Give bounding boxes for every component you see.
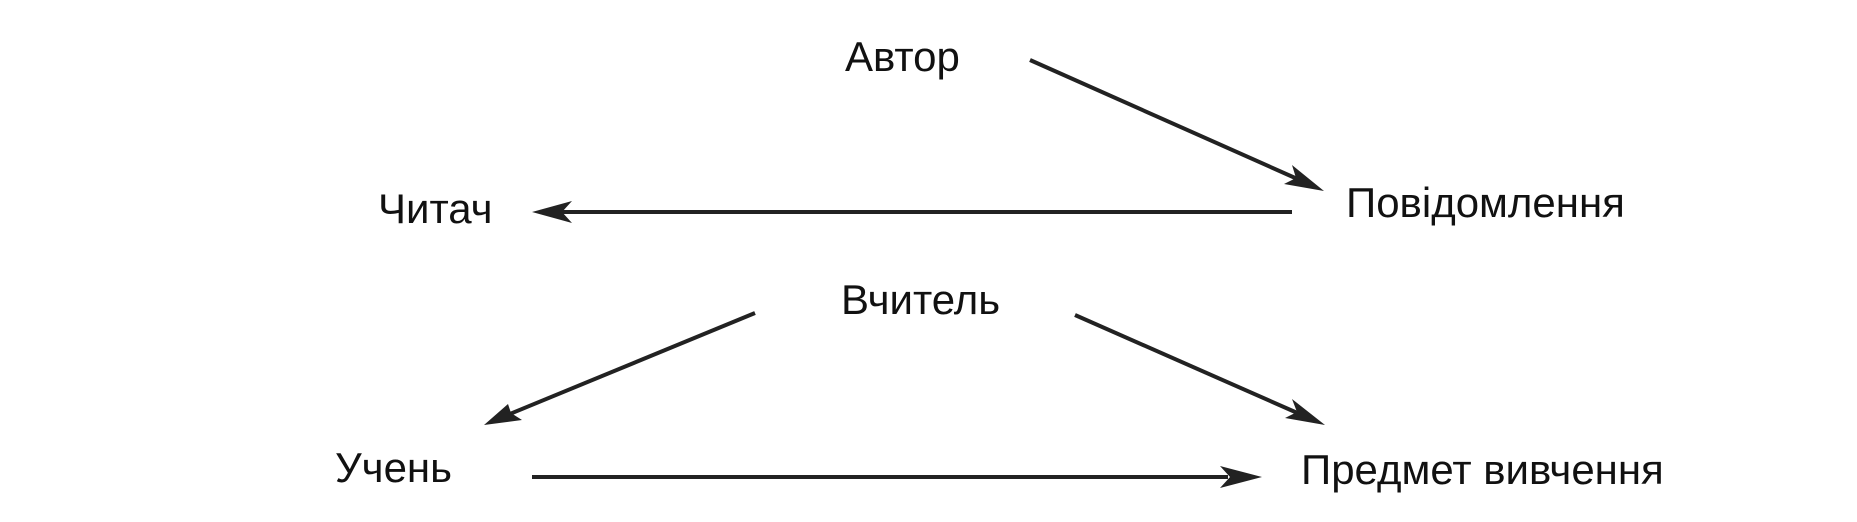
edge-author-message <box>1029 58 1303 183</box>
node-author: Автор <box>845 33 960 80</box>
arrowhead-message <box>1284 165 1324 191</box>
arrowhead-reader <box>532 201 572 223</box>
arrowhead-student <box>484 404 522 425</box>
node-message: Повідомлення <box>1346 179 1625 226</box>
node-reader: Читач <box>378 185 493 232</box>
node-student: Учень <box>335 444 452 491</box>
arrowhead-subject-diagonal <box>1285 399 1325 425</box>
arrowhead-subject-horizontal <box>1220 466 1262 488</box>
edge-teacher-subject <box>1074 313 1303 417</box>
edge-teacher-student <box>504 311 756 418</box>
node-subject: Предмет вивчення <box>1301 446 1664 493</box>
node-teacher: Вчитель <box>841 276 1001 323</box>
